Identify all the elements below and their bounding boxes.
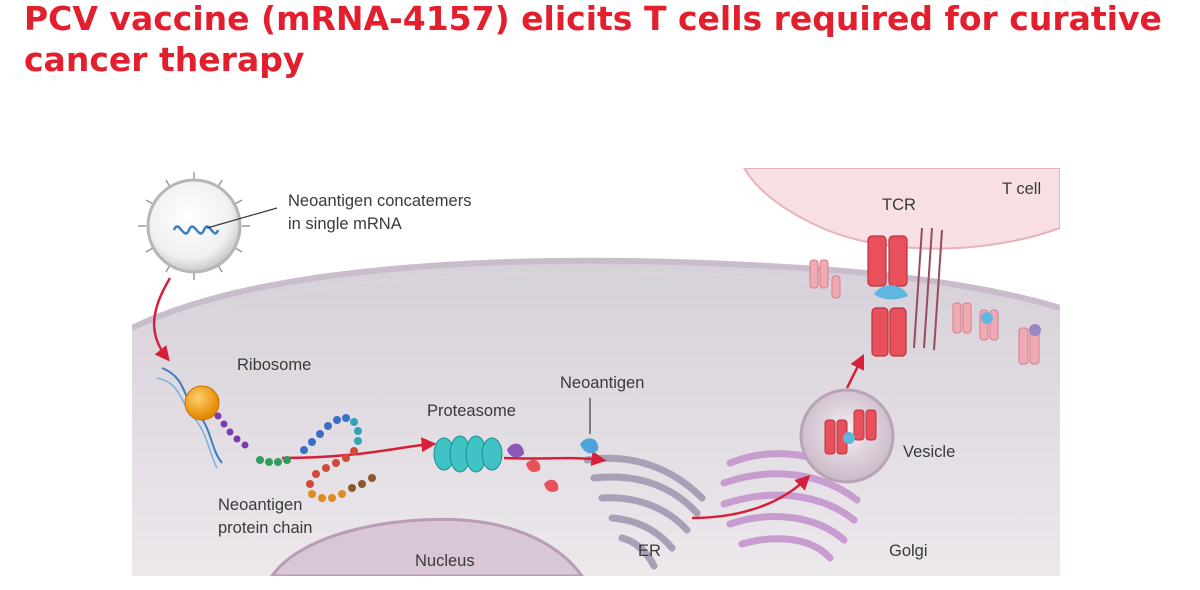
nucleus [270, 517, 584, 576]
label-neoantigen: Neoantigen [560, 374, 644, 392]
t-cell [742, 168, 1060, 250]
mechanism-diagram: Neoantigen concatemers in single mRNA Ri… [132, 168, 1060, 576]
slide-title: PCV vaccine (mRNA-4157) elicits T cells … [24, 0, 1184, 80]
label-protein-chain-2: protein chain [218, 519, 312, 537]
label-neoantigen-concatemers-1: Neoantigen concatemers [288, 192, 471, 210]
ribosome-icon [156, 367, 223, 469]
label-nucleus: Nucleus [415, 552, 475, 570]
label-t-cell: T cell [1002, 180, 1041, 198]
pathway-arrows [152, 277, 865, 520]
label-ribosome: Ribosome [237, 356, 311, 374]
cell-membrane [132, 257, 1060, 576]
vesicle-icon [799, 388, 895, 484]
label-golgi: Golgi [889, 542, 928, 560]
lipid-nanoparticle-icon [138, 172, 278, 280]
protein-chain-icon [214, 412, 376, 502]
label-neoantigen-concatemers-2: in single mRNA [288, 215, 402, 233]
peptide-fragment-icon [507, 398, 599, 492]
title-divider [24, 99, 1196, 103]
slide-title-line-1: PCV vaccine (mRNA-4157) elicits T cells … [24, 0, 1162, 38]
antigen-on-mhc-2 [1029, 324, 1041, 336]
mrna-strand-icon [172, 225, 220, 235]
antigen-on-mhc [981, 312, 993, 324]
label-vesicle: Vesicle [903, 443, 955, 461]
tcr-icon [867, 227, 943, 357]
label-protein-chain-1: Neoantigen [218, 496, 302, 514]
proteasome-icon [433, 435, 503, 473]
label-tcr: TCR [882, 196, 916, 214]
slide-title-line-2: cancer therapy [24, 40, 305, 79]
label-proteasome: Proteasome [427, 402, 516, 420]
label-er: ER [638, 542, 661, 560]
